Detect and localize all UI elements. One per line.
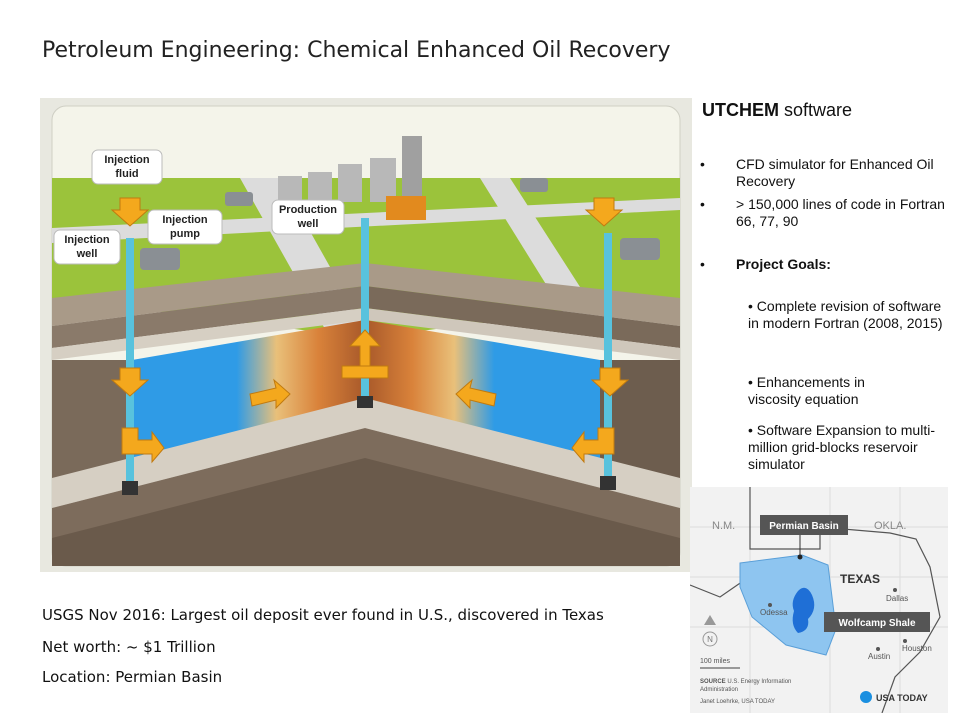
- svg-text:well: well: [297, 218, 319, 230]
- svg-text:Wolfcamp Shale: Wolfcamp Shale: [838, 618, 915, 629]
- svg-text:N.M.: N.M.: [712, 520, 735, 532]
- svg-text:Injection: Injection: [104, 154, 150, 166]
- label-injection-pump: Injection pump: [147, 209, 223, 245]
- sidebar-panel: UTCHEM software: [700, 100, 950, 121]
- svg-text:Production: Production: [279, 204, 337, 216]
- svg-text:Administration: Administration: [700, 687, 738, 693]
- label-injection-well: Injection well: [53, 229, 121, 265]
- slide-title: Petroleum Engineering: Chemical Enhanced…: [42, 38, 671, 63]
- svg-text:Houston: Houston: [902, 644, 932, 653]
- svg-text:SOURCE U.S. Energy Information: SOURCE U.S. Energy Information: [700, 679, 791, 685]
- svg-text:Permian Basin: Permian Basin: [769, 521, 838, 532]
- bottom-line-location: Location: Permian Basin: [42, 668, 223, 686]
- svg-text:Austin: Austin: [868, 652, 890, 661]
- goal-item: • Complete revision of software in moder…: [748, 298, 943, 331]
- svg-text:Dallas: Dallas: [886, 594, 908, 603]
- svg-text:well: well: [76, 248, 98, 260]
- bottom-line-deposit: USGS Nov 2016: Largest oil deposit ever …: [42, 606, 604, 624]
- goal-item: • Software Expansion to multi-million gr…: [748, 422, 935, 472]
- bottom-line-worth: Net worth: ~ $1 Trillion: [42, 638, 216, 656]
- svg-text:pump: pump: [170, 228, 200, 240]
- svg-text:USA TODAY: USA TODAY: [876, 693, 928, 703]
- svg-text:TEXAS: TEXAS: [840, 572, 880, 586]
- svg-text:100 miles: 100 miles: [700, 658, 730, 665]
- svg-text:Janet Loehrke, USA TODAY: Janet Loehrke, USA TODAY: [700, 699, 775, 705]
- label-production-well: Production well: [271, 199, 345, 235]
- svg-text:Odessa: Odessa: [760, 608, 788, 617]
- sidebar-title: UTCHEM software: [702, 100, 853, 120]
- texas-map: N.M. OKLA. TEXAS Dallas Odessa Austin Ho…: [690, 487, 948, 713]
- svg-text:Injection: Injection: [162, 214, 208, 226]
- svg-text:N: N: [707, 635, 713, 644]
- svg-text:fluid: fluid: [115, 168, 138, 180]
- label-injection-fluid: Injection fluid: [91, 149, 163, 185]
- svg-text:Injection: Injection: [64, 234, 110, 246]
- svg-text:OKLA.: OKLA.: [874, 520, 906, 532]
- eor-diagram: Injection fluid Injection pump Productio…: [40, 98, 692, 572]
- goal-item: • Enhancements in viscosity equation: [748, 374, 865, 407]
